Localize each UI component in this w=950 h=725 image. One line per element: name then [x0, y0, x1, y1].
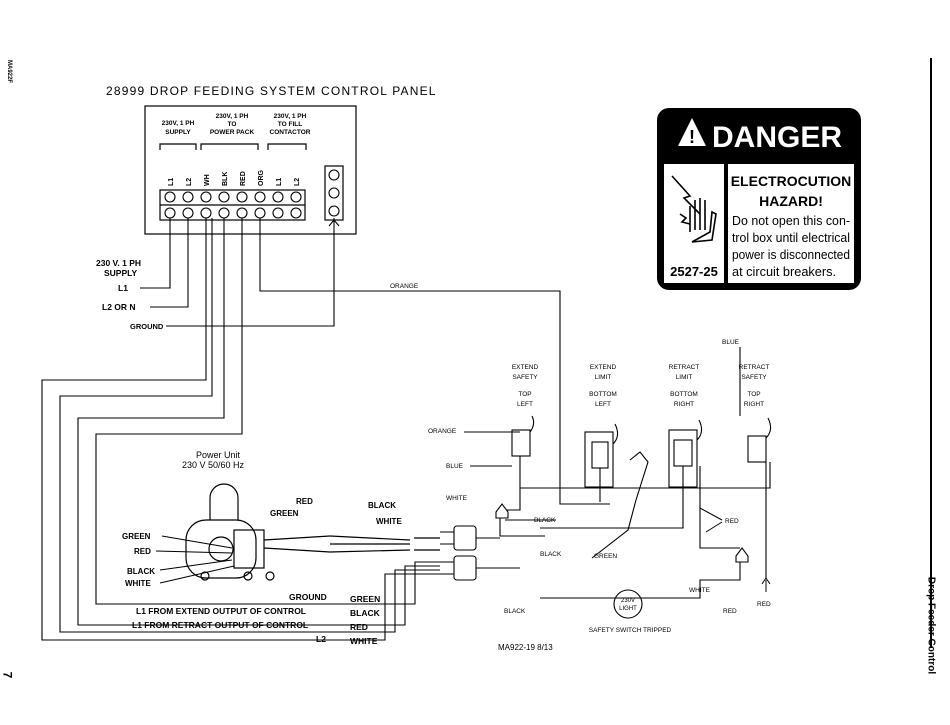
wire-label-blue-mid: BLUE: [446, 463, 464, 470]
group-supply-b: SUPPLY: [165, 129, 191, 136]
output-color: BLACK: [350, 608, 381, 618]
group-fc-b: TO FILL: [278, 121, 302, 128]
switch-label: LIMIT: [676, 374, 693, 381]
switch-position: LEFT: [595, 401, 611, 408]
terminal-label: L1: [276, 178, 283, 186]
wire-label-red-a: RED: [725, 518, 739, 525]
electrocution-hand-icon: [671, 175, 717, 243]
switch-position: LEFT: [517, 401, 533, 408]
output-label: L1 FROM EXTEND OUTPUT OF CONTROL: [136, 606, 306, 616]
panel-title: 28999 DROP FEEDING SYSTEM CONTROL PANEL: [106, 84, 437, 98]
control-panel-box: [144, 105, 357, 235]
supply-line-2: SUPPLY: [104, 268, 138, 278]
cable-label-white: WHITE: [376, 517, 402, 526]
cable-label-green: GREEN: [270, 509, 299, 518]
terminal-label: L2: [294, 178, 301, 186]
danger-code: 2527-25: [670, 264, 718, 279]
hazard-line-1: ELECTROCUTION: [731, 173, 852, 189]
group-pp-c: POWER PACK: [210, 129, 255, 136]
supply-l2: L2 OR N: [102, 302, 136, 312]
wire-label-black-a: BLACK: [534, 517, 556, 524]
switch-label: SAFETY: [512, 374, 538, 381]
lower-cable-connector: [453, 555, 477, 581]
danger-body-1: Do not open this con-: [732, 214, 850, 228]
warning-triangle-icon: [678, 118, 706, 146]
extend-safety-switch: [511, 429, 531, 457]
group-fc-c: CONTACTOR: [270, 129, 311, 136]
extend-limit-switch: [591, 441, 609, 469]
wire-label-green-a: GREEN: [594, 553, 617, 560]
hazard-line-2: HAZARD!: [759, 193, 823, 209]
switch-position: TOP: [518, 391, 531, 398]
switch-position: RIGHT: [744, 401, 764, 408]
supply-line-1: 230 V. 1 PH: [96, 258, 141, 268]
switch-label: RETRACT: [669, 364, 700, 371]
group-pp-b: TO: [228, 121, 237, 128]
wire-label-orange: ORANGE: [390, 283, 419, 290]
wire-label-white-a: WHITE: [446, 495, 468, 502]
switch-label: EXTEND: [590, 364, 617, 371]
wire-label-white-b: WHITE: [689, 587, 711, 594]
terminal-label: RED: [240, 171, 247, 186]
terminal-label: WH: [204, 174, 211, 186]
switch-position: TOP: [747, 391, 760, 398]
terminal-label: BLK: [222, 172, 229, 186]
wire-label-red-c: RED: [757, 601, 771, 608]
group-fc-a: 230V, 1 PH: [274, 113, 307, 120]
group-pp-a: 230V, 1 PH: [216, 113, 249, 120]
switch-position: BOTTOM: [670, 391, 698, 398]
motor-label-green: GREEN: [122, 532, 151, 541]
danger-header: DANGER: [712, 121, 842, 154]
light-line-1: 230V: [621, 598, 635, 604]
switch-label: LIMIT: [595, 374, 612, 381]
retract-limit-switch: [673, 439, 693, 467]
wire-label-red-b: RED: [723, 608, 737, 615]
output-color: WHITE: [350, 636, 378, 646]
motor-label-red: RED: [134, 547, 151, 556]
terminal-label: ORG: [258, 170, 265, 187]
output-label: GROUND: [289, 592, 327, 602]
drawing-code: MA922-19 8/13: [498, 643, 553, 652]
upper-cable-connector: [453, 525, 477, 551]
plug-icon: [735, 547, 749, 563]
danger-body-3: power is disconnected: [732, 248, 850, 262]
cable-label-red: RED: [296, 497, 313, 506]
output-label: L1 FROM RETRACT OUTPUT OF CONTROL: [132, 620, 308, 630]
light-line-2: LIGHT: [619, 606, 637, 612]
output-color: RED: [350, 622, 368, 632]
motor-label-white: WHITE: [125, 579, 151, 588]
svg-text:!: !: [689, 127, 695, 147]
switch-label: EXTEND: [512, 364, 539, 371]
supply-l1: L1: [118, 283, 128, 293]
plug-icon: [495, 503, 509, 519]
right-margin-rule: [930, 58, 932, 648]
group-supply-a: 230V, 1 PH: [162, 120, 195, 127]
wire-label-blue-top: BLUE: [722, 339, 740, 346]
switch-position: RIGHT: [674, 401, 694, 408]
terminal-label: L2: [186, 178, 193, 186]
safety-light-icon: [613, 589, 643, 619]
power-unit-motor: [185, 483, 440, 581]
switch-label: SAFETY: [741, 374, 767, 381]
wire-label-black-c: BLACK: [504, 608, 526, 615]
terminal-label: L1: [168, 178, 175, 186]
wire-label-black-b: BLACK: [540, 551, 562, 558]
motor-label-black: BLACK: [127, 567, 155, 576]
output-label: L2: [316, 634, 326, 644]
supply-ground: GROUND: [130, 322, 164, 331]
danger-body-2: trol box until electrical: [732, 231, 850, 245]
light-caption: SAFETY SWITCH TRIPPED: [589, 627, 672, 634]
switch-label: RETRACT: [739, 364, 770, 371]
power-unit-line-1: Power Unit: [196, 450, 241, 460]
output-color: GREEN: [350, 594, 380, 604]
cable-label-black: BLACK: [368, 501, 396, 510]
extend-limit-frame: [584, 431, 614, 488]
retract-safety-switch: [747, 435, 767, 463]
wire-label-orange-mid: ORANGE: [428, 428, 457, 435]
power-unit-line-2: 230 V 50/60 Hz: [182, 460, 245, 470]
danger-body-4: at circuit breakers.: [732, 265, 836, 279]
switch-position: BOTTOM: [589, 391, 617, 398]
danger-sign: ! DANGER 2527-25 ELECTROCUTION HAZARD! D…: [657, 108, 861, 290]
